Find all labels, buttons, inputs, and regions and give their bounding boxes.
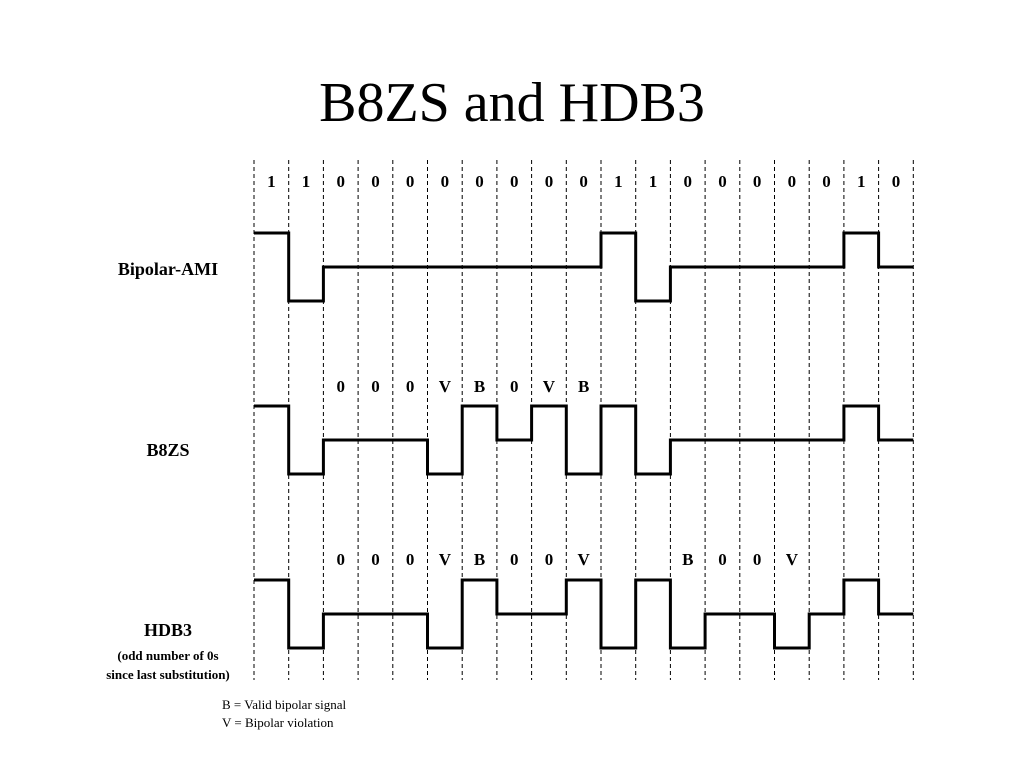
substitution-marker: V (439, 377, 452, 396)
signal-waveform (254, 578, 914, 650)
substitution-marker: 0 (753, 550, 762, 569)
substitution-marker: B (682, 550, 693, 569)
substitution-marker: V (439, 550, 452, 569)
bit-label: 0 (406, 172, 415, 191)
page-title: B8ZS and HDB3 (319, 72, 705, 134)
bit-label: 0 (337, 172, 346, 191)
substitution-marker: B (474, 550, 485, 569)
substitution-marker: 0 (510, 550, 519, 569)
bit-label: 1 (614, 172, 623, 191)
substitution-marker: 0 (337, 550, 346, 569)
substitution-marker: V (543, 377, 556, 396)
substitution-marker: 0 (406, 550, 415, 569)
substitution-marker: 0 (337, 377, 346, 396)
row-sublabel: since last substitution) (106, 667, 230, 682)
substitution-marker: 0 (718, 550, 727, 569)
bit-label: 0 (753, 172, 762, 191)
bit-label: 0 (441, 172, 450, 191)
bit-label: 0 (545, 172, 554, 191)
signal-row-b8zs: B8ZS 0 0 0 V B 0 V B (146, 377, 914, 476)
signal-row-bipolar-ami: Bipolar-AMI (118, 231, 914, 303)
signal-row-hdb3: HDB3 (odd number of 0s since last substitu… (106, 550, 914, 682)
bit-label: 0 (579, 172, 588, 191)
bit-label: 0 (718, 172, 727, 191)
legend-b: B = Valid bipolar signal (222, 697, 347, 712)
bit-label: 1 (267, 172, 276, 191)
bit-labels: 1 1 0 0 0 0 0 0 0 0 1 1 0 0 0 0 0 1 0 (267, 172, 900, 191)
substitution-marker: B (578, 377, 589, 396)
bit-label: 0 (684, 172, 693, 191)
bit-label: 1 (649, 172, 658, 191)
substitution-marker: B (474, 377, 485, 396)
signal-waveform (254, 231, 914, 303)
bit-label: 0 (475, 172, 484, 191)
row-label: Bipolar-AMI (118, 259, 218, 279)
legend-v: V = Bipolar violation (222, 715, 334, 730)
substitution-marker: 0 (371, 377, 380, 396)
bit-label: 0 (788, 172, 797, 191)
substitution-marker: 0 (510, 377, 519, 396)
bit-label: 0 (371, 172, 380, 191)
bit-label: 1 (857, 172, 866, 191)
bit-label: 0 (510, 172, 519, 191)
substitution-marker: 0 (406, 377, 415, 396)
bit-boundary-gridlines (253, 160, 914, 680)
row-sublabel: (odd number of 0s (117, 648, 218, 663)
substitution-marker: V (578, 550, 591, 569)
substitution-marker: 0 (545, 550, 554, 569)
row-label: B8ZS (146, 440, 189, 460)
row-label: HDB3 (144, 620, 192, 640)
bit-label: 0 (892, 172, 901, 191)
signal-waveform (254, 404, 914, 476)
substitution-marker: V (786, 550, 799, 569)
substitution-marker: 0 (371, 550, 380, 569)
legend: B = Valid bipolar signal V = Bipolar vio… (222, 696, 346, 732)
bit-label: 1 (302, 172, 311, 191)
bit-label: 0 (822, 172, 831, 191)
